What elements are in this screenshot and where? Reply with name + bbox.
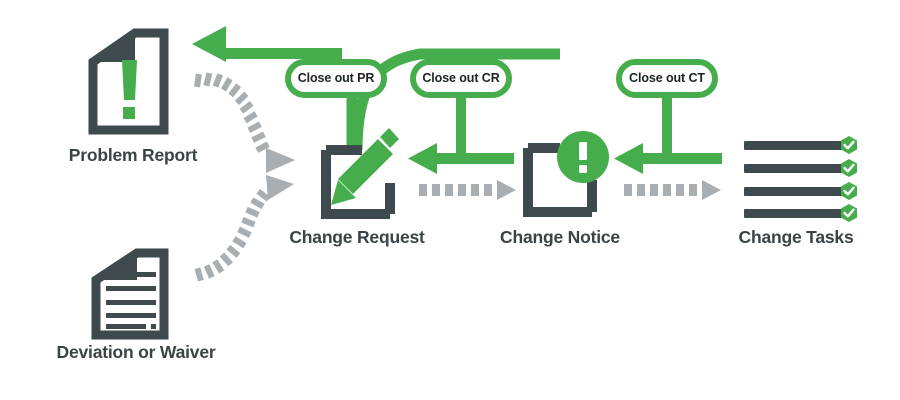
node-label-change-notice: Change Notice — [500, 227, 620, 247]
checklist-icon — [744, 136, 857, 222]
flow-change-notice-to-change-tasks — [624, 180, 721, 200]
flow-change-notice-to-change-request — [408, 95, 514, 174]
pill-label-close-out-pr: Close out PR — [297, 71, 375, 85]
node-label-problem-report: Problem Report — [68, 145, 198, 165]
check-badge-4 — [841, 204, 857, 222]
pill-close-out-ct[interactable] — [616, 59, 718, 98]
check-badge-3 — [841, 182, 857, 200]
bracket-pencil-icon — [321, 128, 399, 219]
pill-label-close-out-cr: Close out CR — [422, 71, 500, 85]
flow-change-tasks-to-change-notice — [614, 95, 722, 174]
flow-change-request-to-change-notice — [419, 180, 516, 200]
node-label-change-request: Change Request — [289, 227, 425, 247]
pill-close-out-pr[interactable] — [285, 59, 387, 98]
flow-deviation-waiver-to-change-request — [194, 175, 294, 282]
check-badge-2 — [841, 159, 857, 177]
node-label-change-tasks: Change Tasks — [738, 227, 854, 247]
check-badge-1 — [841, 136, 857, 154]
document-lines-icon — [91, 248, 169, 340]
bracket-alert-icon — [523, 131, 609, 217]
pill-label-close-out-ct: Close out CT — [629, 71, 705, 85]
node-label-deviation-waiver: Deviation or Waiver — [56, 342, 216, 362]
pill-close-out-cr[interactable] — [410, 59, 512, 98]
flow-problem-report-to-change-request — [194, 72, 295, 173]
document-alert-icon — [88, 28, 169, 135]
